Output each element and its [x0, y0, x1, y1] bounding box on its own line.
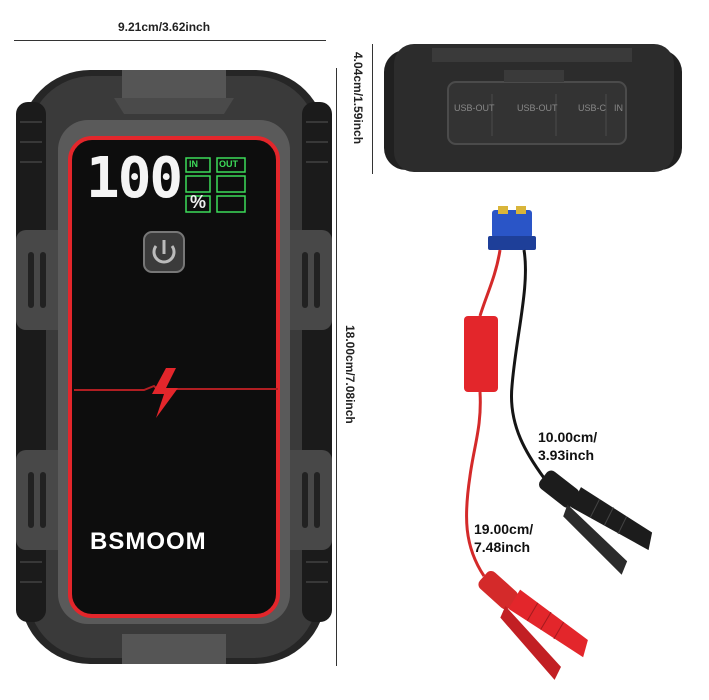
lightning-bolt-icon [152, 368, 178, 418]
height-dimension-line [336, 68, 337, 666]
percent-symbol: % [190, 192, 207, 212]
port-label-usb-out-1: USB-OUT [454, 103, 495, 113]
black-clamp-icon [539, 470, 653, 575]
width-dimension-label: 9.21cm/3.62inch [118, 20, 211, 34]
indicator-in: IN [189, 159, 198, 169]
depth-dimension-label: 4.04cm/1.59inch [351, 52, 365, 145]
red-cable-length-label: 19.00cm/ 7.48inch [474, 520, 533, 556]
port-label-usb-c: USB-C [578, 103, 607, 113]
red-cable-length-inch: 7.48inch [474, 539, 531, 555]
depth-dimension-line [372, 44, 373, 174]
width-dimension-line [14, 40, 326, 41]
port-label-usb-out-2: USB-OUT [517, 103, 558, 113]
black-cable-length-inch: 3.93inch [538, 447, 595, 463]
port-label-in: IN [614, 103, 623, 113]
height-dimension-label: 18.00cm/7.08inch [343, 325, 357, 424]
red-clamp-icon [478, 571, 588, 680]
jump-starter-top-view [384, 44, 682, 172]
indicator-out: OUT [219, 159, 238, 169]
jump-starter-front-view [16, 70, 332, 664]
jumper-cable-assembly [464, 206, 653, 680]
red-cable-length-cm: 19.00cm/ [474, 521, 534, 537]
battery-percentage: 100 [86, 146, 183, 211]
ec5-connector-icon [488, 206, 536, 250]
black-cable-length-cm: 10.00cm/ [538, 429, 598, 445]
black-cable-length-label: 10.00cm/ 3.93inch [538, 428, 597, 464]
brand-logo: BSMOOM [90, 528, 207, 555]
